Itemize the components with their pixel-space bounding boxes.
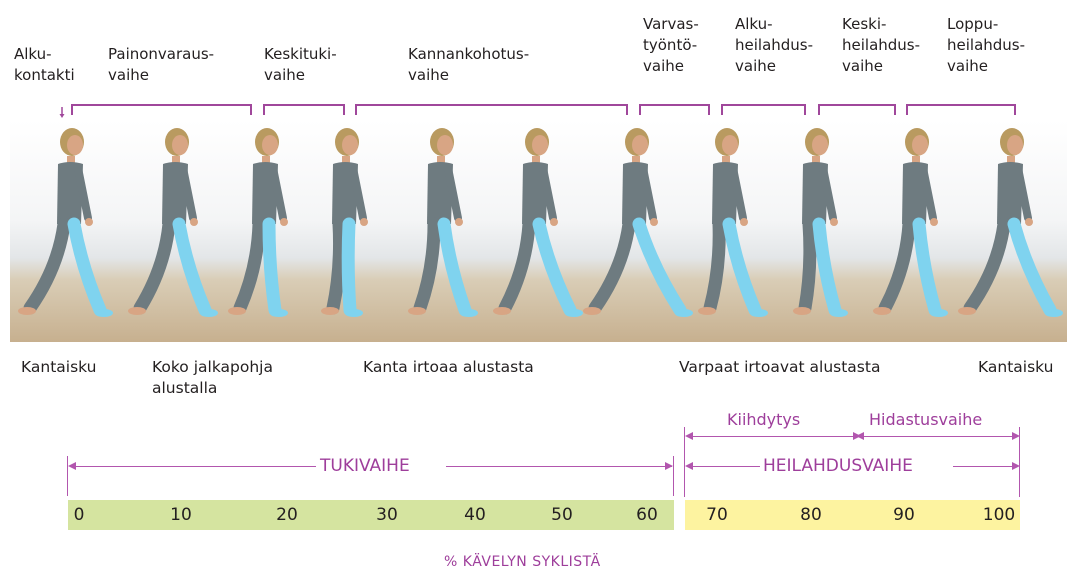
event-heel-strike-end: Kantaisku (978, 357, 1054, 378)
phase-label-initial-swing: Alku- heilahdus- vaihe (735, 14, 813, 77)
phase-label-mid-stance: Keskituki- vaihe (264, 44, 337, 86)
stance-percentage-bar (68, 500, 674, 530)
sub-phase-arrow-left (685, 432, 693, 440)
stance-line-left (70, 466, 316, 467)
tick-label-40: 40 (464, 502, 486, 528)
bracket-mid-swing (818, 104, 896, 115)
sub-phase-acceleration: Kiihdytys (727, 410, 800, 429)
event-heel-off: Kanta irtoaa alustasta (363, 357, 534, 378)
tick-label-30: 30 (376, 502, 398, 528)
swing-arrow-right (1012, 462, 1020, 470)
bracket-mid-stance (263, 104, 345, 115)
tick-label-0: 0 (74, 502, 85, 528)
bracket-terminal-swing (906, 104, 1016, 115)
event-foot-flat: Koko jalkapohja alustalla (152, 357, 273, 399)
initial-contact-marker (59, 104, 63, 116)
event-heel-strike-start: Kantaisku (21, 357, 97, 378)
swing-percentage-bar (685, 500, 1020, 530)
tick-label-10: 10 (170, 502, 192, 528)
gait-cycle-illustration (10, 120, 1067, 342)
stance-arrow-right (665, 462, 673, 470)
tick-label-60: 60 (636, 502, 658, 528)
tick-label-50: 50 (551, 502, 573, 528)
swing-phase-label: HEILAHDUSVAIHE (763, 456, 913, 476)
phase-label-initial-contact: Alku- kontakti (14, 44, 75, 86)
tick-label-90: 90 (893, 502, 915, 528)
tick-label-100: 100 (983, 502, 1015, 528)
stance-phase-label: TUKIVAIHE (320, 456, 410, 476)
tick-label-70: 70 (706, 502, 728, 528)
stance-right-tick (673, 456, 674, 496)
event-toe-off: Varpaat irtoavat alustasta (679, 357, 880, 378)
phase-label-loading-response: Painonvaraus- vaihe (108, 44, 214, 86)
tick-label-20: 20 (276, 502, 298, 528)
sub-phase-arrow-mid-left (856, 432, 864, 440)
phase-label-terminal-swing: Loppu- heilahdus- vaihe (947, 14, 1025, 77)
axis-title: % KÄVELYN SYKLISTÄ (444, 554, 601, 570)
swing-arrow-left (685, 462, 693, 470)
phase-label-mid-swing: Keski- heilahdus- vaihe (842, 14, 920, 77)
phase-label-terminal-stance: Kannankohotus- vaihe (408, 44, 529, 86)
phase-label-pre-swing: Varvas- työntö- vaihe (643, 14, 699, 77)
bracket-loading-response (71, 104, 252, 115)
tick-label-80: 80 (800, 502, 822, 528)
stance-arrow-left (68, 462, 76, 470)
bracket-terminal-stance (355, 104, 628, 115)
bracket-pre-swing (639, 104, 710, 115)
swing-line-right (953, 466, 1018, 467)
bracket-initial-swing (721, 104, 806, 115)
sub-phase-deceleration: Hidastusvaihe (869, 410, 982, 429)
stance-line-right (446, 466, 672, 467)
swing-line-left (687, 466, 760, 467)
